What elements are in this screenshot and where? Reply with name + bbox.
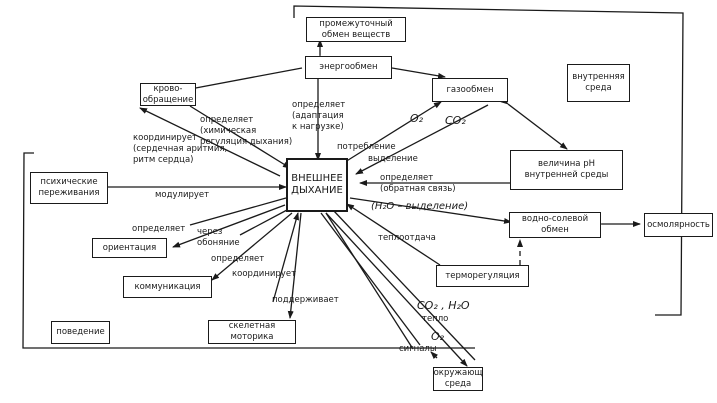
label-determines-communication: определяет [211, 254, 265, 264]
label-via-smell: через обоняние [197, 227, 240, 248]
label-determines-feedback: определяет (обратная связь) [380, 173, 456, 194]
edge-supports [287, 212, 302, 319]
node-ph-value: величина pH внутренней среды [510, 150, 623, 190]
label-signals: сигналы [399, 344, 437, 354]
edge-env-signals [430, 351, 439, 360]
label-supports: поддерживает [272, 295, 339, 305]
label-h2o-excretion: (H₂O – выделение) [371, 201, 469, 212]
edge-resp-water [349, 197, 512, 224]
edge-energy-gas [384, 63, 446, 79]
node-water-salt: водно-солевой обмен [509, 212, 601, 238]
edge-resp-circulation [139, 107, 281, 177]
edge-thermo-resp [346, 203, 441, 266]
label-excretion: выделение [368, 154, 418, 164]
node-orientation: ориентация [92, 238, 167, 258]
behavior-bracket [22, 152, 475, 349]
label-co2-h2o: CO₂ , H₂O [417, 299, 470, 312]
edge-communication [211, 212, 293, 281]
edge-orient-2 [172, 204, 286, 248]
node-psychic: психические переживания [30, 172, 108, 204]
node-intermediate-metabolism: промежуточный обмен веществ [306, 17, 406, 42]
label-o2-env: O₂ [431, 330, 445, 343]
label-coordinates: координирует [232, 269, 297, 279]
label-o2: O₂ [410, 112, 424, 125]
label-determines-adaptation: определяет (адаптация к нагрузке) [292, 100, 346, 132]
edge-gas-ph [500, 97, 568, 150]
label-determines-orientation: определяет [132, 224, 186, 234]
edge-energy-circulation [184, 67, 303, 92]
edge-env-3 [326, 202, 476, 361]
edge-o2-consumption [344, 101, 442, 163]
label-heat: тепло [422, 314, 449, 324]
label-determines-chemical: определяет (химическая регуляция дыхания… [200, 115, 293, 147]
node-internal-env: внутренняя среда [567, 64, 630, 102]
node-circulation: крово- обращение [140, 83, 196, 106]
edge-env-4 [325, 212, 414, 350]
node-osmolarity: осмолярность [644, 213, 713, 237]
node-environment: окружающ среда [433, 367, 483, 391]
edge-coordinates [272, 212, 299, 303]
label-consumption: потребление [337, 142, 396, 152]
edge-circulation-resp [189, 105, 291, 169]
node-communication: коммуникация [123, 276, 212, 298]
label-modulates: модулирует [155, 190, 210, 200]
edge-env-1 [320, 212, 421, 346]
label-coordinates-heart: координирует (сердечная аритмия, ритм се… [133, 133, 228, 165]
label-co2: CO₂ [445, 114, 466, 127]
node-energy-exchange: энергообмен [305, 56, 392, 79]
node-behavior: поведение [51, 321, 110, 344]
node-external-respiration: ВНЕШНЕЕ ДЫХАНИЕ [286, 158, 348, 212]
edge-orient-3 [239, 209, 288, 236]
edge-co2-excretion [355, 104, 489, 175]
edge-env-2 [325, 212, 468, 367]
internal-env-bracket [293, 5, 684, 316]
edge-orient-1 [189, 197, 287, 226]
node-thermoregulation: терморегуляция [436, 265, 529, 287]
label-heat-transfer: теплоотдача [378, 233, 436, 243]
node-gas-exchange: газообмен [432, 78, 508, 102]
node-skeletal-motor: скелетная моторика [208, 320, 296, 344]
